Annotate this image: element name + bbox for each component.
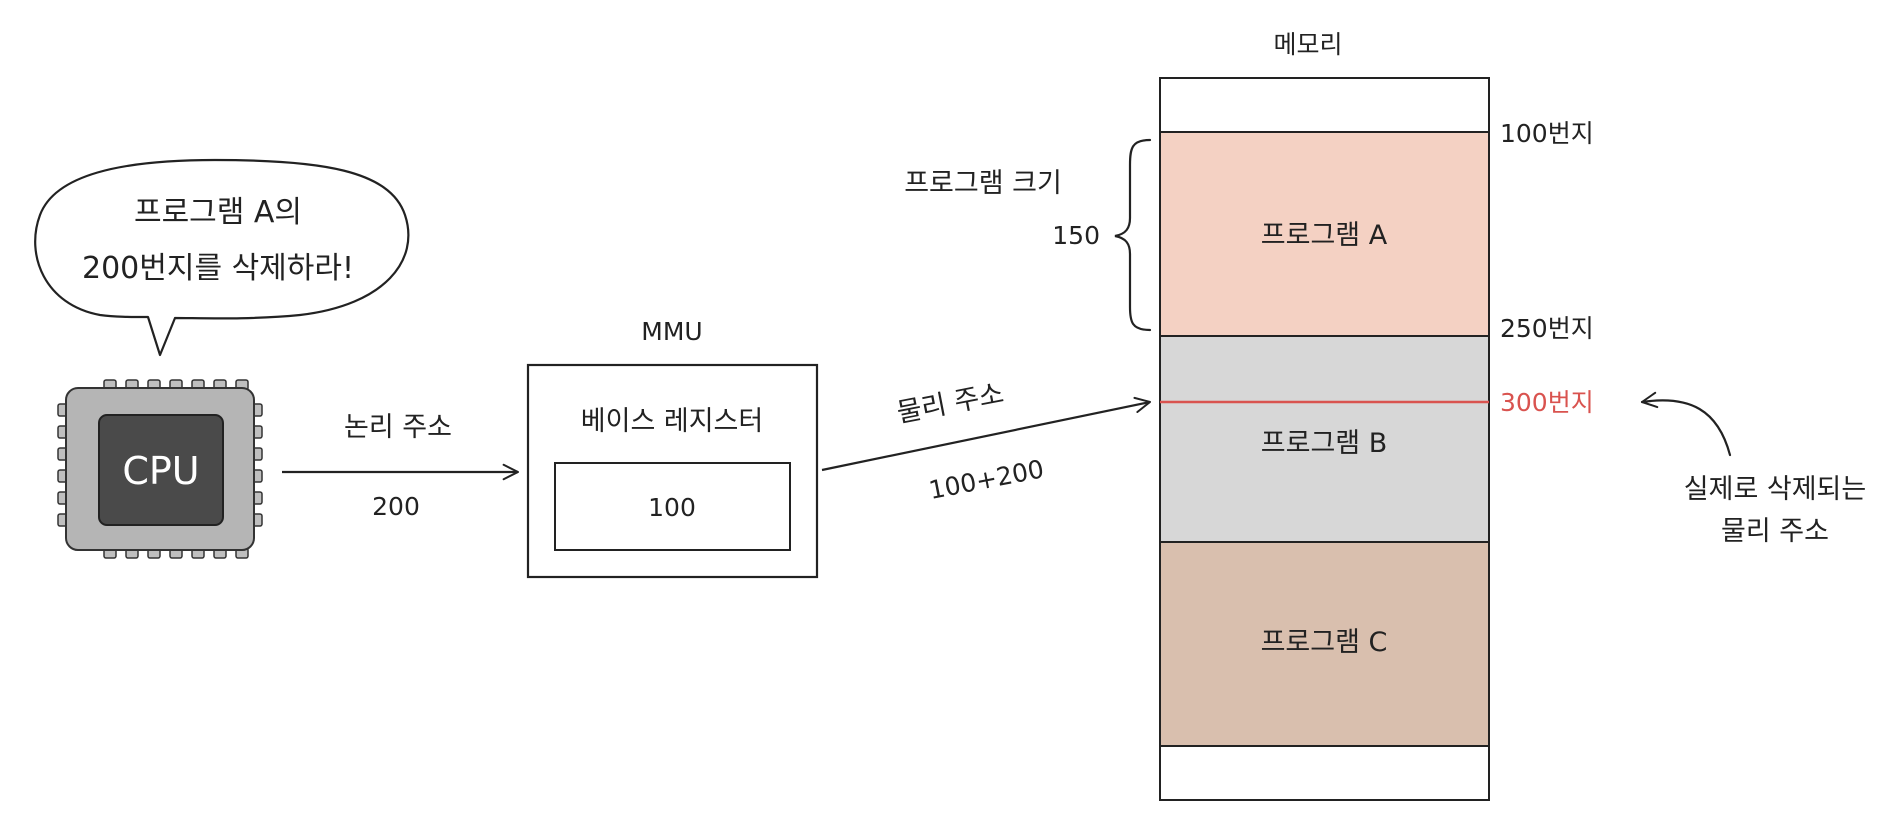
note-line-1: 실제로 삭제되는 <box>1684 474 1866 505</box>
base-register-value: 100 <box>648 493 696 522</box>
mmu: MMU 베이스 레지스터 100 <box>526 317 819 579</box>
program-size-label: 프로그램 크기 <box>904 168 1062 199</box>
logical-address-label: 논리 주소 <box>344 412 452 443</box>
physical-address-calc: 100+200 <box>926 454 1046 505</box>
mmu-title: MMU <box>641 317 702 346</box>
memory-title: 메모리 <box>1273 30 1342 59</box>
cpu-label: CPU <box>122 449 199 493</box>
logical-address-arrow: 논리 주소 200 <box>282 412 519 521</box>
memory-block-label-a: 프로그램 A <box>1261 220 1388 251</box>
base-register-box <box>554 462 791 551</box>
speech-bubble: 프로그램 A의 200번지를 삭제하라! <box>34 158 410 357</box>
memory-block-program-b <box>1159 335 1490 543</box>
address-label-100: 100번지 <box>1500 119 1594 148</box>
program-size: 프로그램 크기 150 <box>904 138 1152 332</box>
cpu-chip-icon: CPU <box>57 379 263 559</box>
curly-brace-icon <box>1114 138 1152 332</box>
speech-bubble-line-2: 200번지를 삭제하라! <box>82 251 354 286</box>
memory: 메모리 프로그램 A 프로그램 B 프로그램 C 100번지 250번지 300… <box>1159 30 1594 801</box>
physical-address-arrow: 물리 주소 100+200 <box>821 378 1151 505</box>
program-size-value: 150 <box>1052 221 1100 250</box>
speech-bubble-line-1: 프로그램 A의 <box>134 195 302 230</box>
physical-address-note: 실제로 삭제되는 물리 주소 <box>1640 391 1866 547</box>
curved-arrow-icon <box>1640 391 1732 457</box>
memory-block-label-c: 프로그램 C <box>1261 627 1388 658</box>
physical-address-label: 물리 주소 <box>894 378 1006 429</box>
logical-address-value: 200 <box>372 492 420 521</box>
memory-block-program-c <box>1159 541 1490 747</box>
base-register-label: 베이스 레지스터 <box>581 406 763 437</box>
address-label-300: 300번지 <box>1500 388 1594 417</box>
address-label-250: 250번지 <box>1500 314 1594 343</box>
note-line-2: 물리 주소 <box>1721 516 1829 547</box>
memory-block-label-b: 프로그램 B <box>1261 428 1387 459</box>
